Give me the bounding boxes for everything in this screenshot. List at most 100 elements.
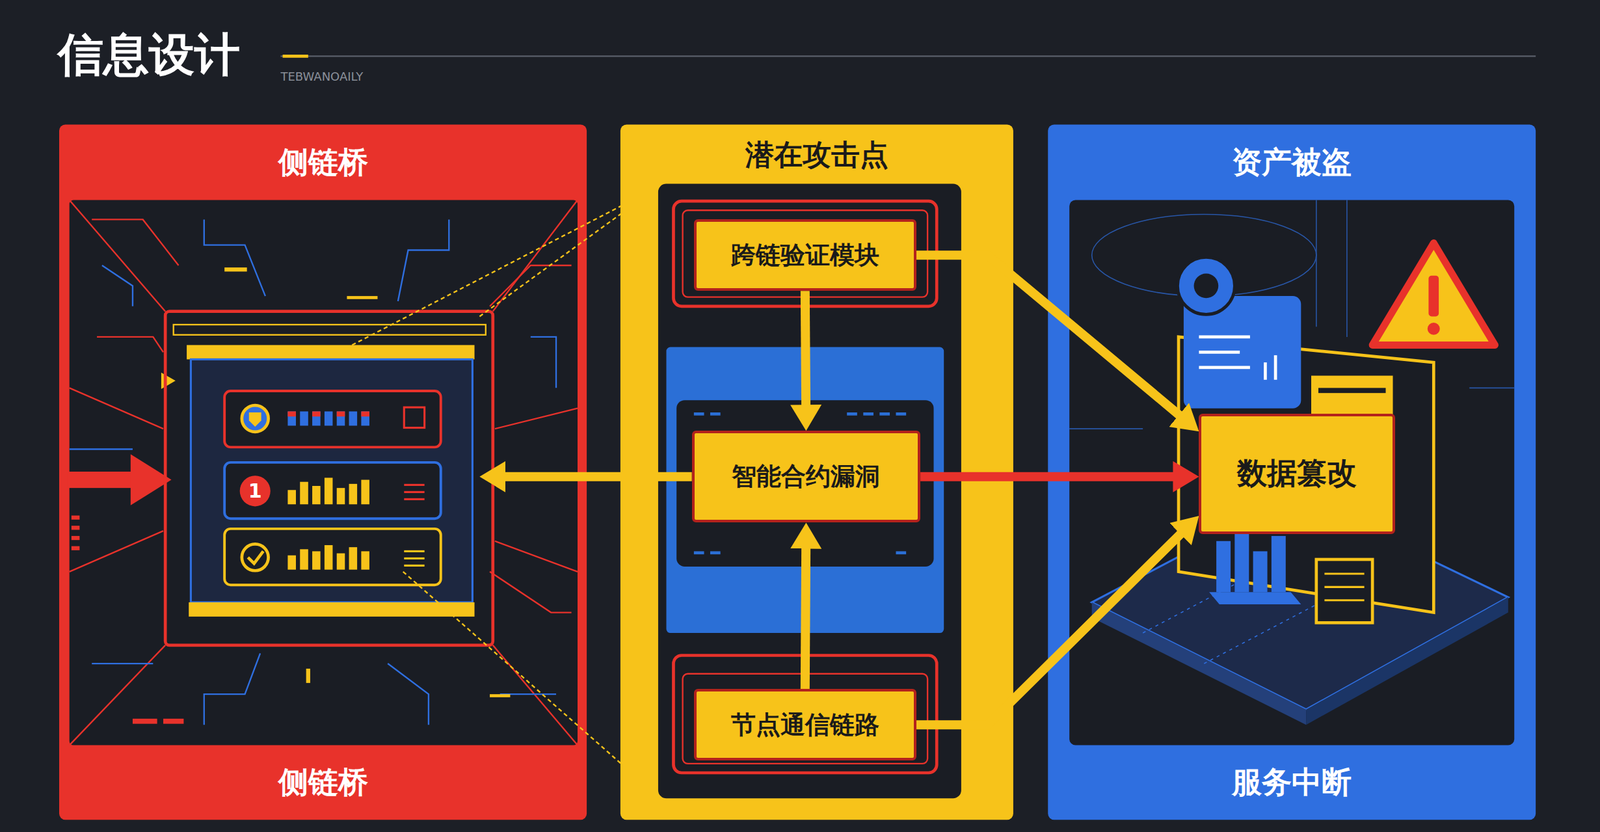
server-symbol-part [188, 602, 475, 617]
middle-panel-art-part-part [693, 550, 705, 555]
left-panel-art-part-part [69, 200, 166, 312]
arrow-connector [502, 472, 692, 482]
server-symbol-part-part [360, 480, 370, 505]
server-symbol-part-part [312, 550, 321, 570]
attack-box: 跨链验证模块 [693, 219, 917, 291]
right-panel-art-part-part [1198, 335, 1250, 339]
middle-panel-art-part-part [710, 412, 721, 416]
right-panel-art-part-part [1263, 362, 1267, 380]
middle-panel-art-part-part [879, 412, 890, 416]
middle-panel-art-part-part [693, 412, 705, 416]
impact-box: 数据篡改 [1198, 413, 1395, 534]
right-panel-art-part-part [1216, 541, 1231, 592]
server-symbol-part-part [299, 481, 309, 505]
left-panel-art-part-part [71, 535, 80, 540]
middle-panel-art-part-part [863, 412, 874, 416]
node-label: 智能合约漏洞 [731, 459, 880, 494]
title-rule [280, 55, 1536, 58]
server-symbol-part-part [403, 557, 425, 560]
entry-arrow-part [67, 471, 140, 488]
watermark-label: TEBWANOAILY [280, 69, 363, 84]
callout-wrap: 1 [234, 473, 276, 508]
attack-box: 节点通信链路 [693, 688, 917, 761]
server-symbol-part [249, 412, 262, 427]
left-panel-art-part-part [204, 219, 266, 296]
left-panel-art-part [69, 200, 578, 746]
server-symbol-part-part [403, 491, 425, 494]
left-panel-art-part-part [69, 387, 164, 429]
server-symbol-part [287, 411, 370, 426]
band: 资产被盗 [1047, 124, 1536, 200]
left-panel-art-part [59, 124, 587, 820]
attack-box: 智能合约漏洞 [692, 430, 921, 523]
right-panel-art-part-part [1198, 366, 1250, 370]
right-panel-art-part [1198, 336, 1276, 380]
left-panel-art-part-part [161, 372, 176, 389]
right-panel-art-part-part [1234, 525, 1249, 592]
left-panel-art-part-part [493, 200, 578, 312]
left-panel-art-part-part [71, 546, 80, 551]
server-symbol-part-part [324, 411, 334, 426]
left-panel-art-part-part [71, 515, 80, 520]
middle-panel-art-part [676, 400, 934, 567]
right-panel-art-part [1209, 591, 1301, 605]
node-label: 跨链验证模块 [731, 238, 880, 272]
left-panel-art-part-part [494, 408, 578, 429]
server-symbol [165, 311, 494, 646]
server-symbol-part-part [336, 487, 346, 505]
server-symbol-part [165, 311, 494, 646]
right-panel-art-part [1324, 573, 1364, 601]
server-symbol-part-part [360, 550, 370, 570]
server-symbol-part [403, 407, 425, 428]
server-symbol-part-part [403, 483, 425, 486]
panel-heading: 服务中断 [1231, 762, 1352, 803]
server-symbol-part-part [360, 411, 370, 417]
right-panel-art-part [1372, 242, 1495, 345]
left-panel-art-part-part [91, 662, 153, 665]
server-symbol-part-part [299, 411, 309, 426]
server-symbol-part-part [324, 477, 334, 505]
middle-panel-art-part [673, 200, 937, 307]
right-panel-art-part [1047, 124, 1536, 820]
server-symbol-part [247, 550, 264, 564]
right-panel-art-part-part [1324, 572, 1364, 575]
left-panel-art-part-part [489, 265, 572, 307]
middle-panel-art-part [658, 183, 962, 799]
panel-heading: 潜在攻击点 [745, 135, 889, 175]
server-symbol-part [186, 344, 475, 360]
left-panel-art-part-part [489, 571, 572, 613]
left-panel-art-part-part [163, 718, 184, 724]
text-wrap: 数据篡改 [1237, 453, 1357, 494]
leader-dashes-part [403, 571, 659, 797]
left-panel-art-part-part [69, 530, 164, 572]
left-panel-art-part-part [204, 653, 261, 725]
left-panel-art-part-part [102, 265, 133, 307]
panel-heading: 资产被盗 [1231, 142, 1352, 183]
title-rule-part [280, 55, 1536, 57]
left-panel-art-part-part [69, 645, 166, 746]
right-panel-art-part-part [1315, 200, 1318, 328]
leader-dashes-part [351, 186, 659, 345]
left-panel-art [59, 124, 587, 820]
server-symbol-part-part [324, 545, 334, 570]
left-panel-art-part-part [224, 267, 248, 272]
band: 服务中断 [1047, 745, 1536, 821]
server-symbol-part [173, 324, 486, 335]
right-panel-art-part-part [1069, 427, 1143, 430]
server-symbol-part-part [312, 411, 321, 417]
right-panel-art-part [1216, 525, 1286, 592]
arrow-connector [916, 254, 1182, 417]
right-panel-art-part [1177, 256, 1235, 315]
right-panel-art-part [1311, 375, 1394, 419]
band: 侧链桥 [59, 745, 587, 821]
right-panel-art-part-part [1198, 350, 1240, 354]
text-wrap: 跨链验证模块 [731, 238, 880, 272]
server-symbol-part [287, 477, 370, 505]
middle-panel-art-part-part [846, 412, 858, 416]
left-panel-art-part-part [71, 525, 80, 530]
server-symbol-part-part [336, 553, 346, 570]
entry-arrow [67, 453, 172, 505]
callout-number: 1 [248, 479, 263, 503]
